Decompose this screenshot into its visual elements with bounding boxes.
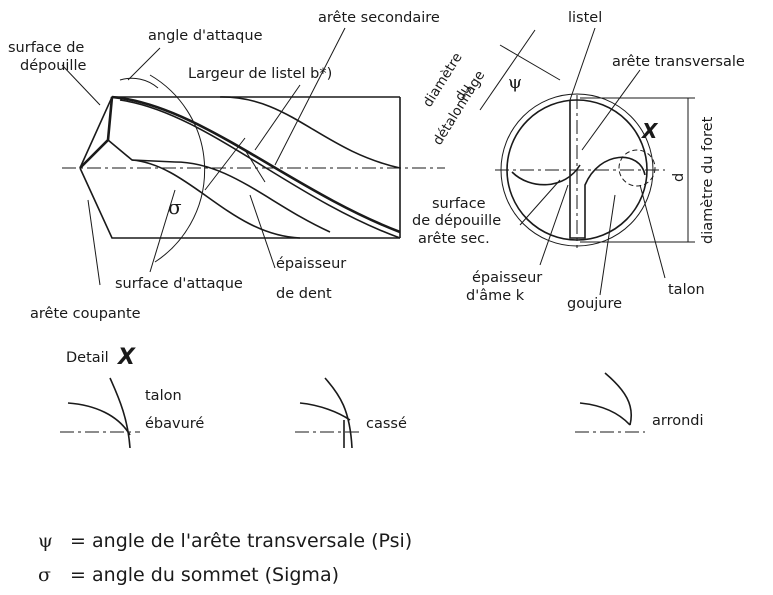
web-profile (569, 100, 646, 239)
legend-psi: ψ = angle de l'arête transversale (Psi) (38, 530, 412, 552)
label-largeur-listel: Largeur de listel b*) (188, 66, 332, 82)
drill-end-view: listel diamètre du détalonnage ψ arête t… (412, 10, 745, 312)
detail3-outer-curve (604, 372, 632, 426)
detail-x-mark: X (116, 345, 136, 370)
helix-margin-upper (111, 95, 401, 234)
label-epaisseur-ame-1: épaisseur (472, 270, 542, 286)
label-arete-coupante: arête coupante (30, 306, 141, 322)
flute-curve-lower (131, 159, 301, 239)
clearance-dim-line (479, 29, 536, 111)
rake-angle-arc (119, 77, 159, 89)
detail1-label-2: ébavuré (145, 416, 204, 432)
leader-listel (569, 27, 596, 101)
x-mark-end: X (640, 119, 659, 143)
leader-surface-depouille (61, 64, 101, 106)
leader-angle-attaque (127, 47, 161, 81)
detail3-inner-curve (579, 402, 631, 426)
leader-epaisseur-ame (539, 184, 569, 266)
label-arete-transversale: arête transversale (612, 54, 745, 70)
label-surface-depouille-2: dépouille (20, 58, 86, 74)
drill-lower-edge (79, 167, 400, 239)
label-angle-attaque: angle d'attaque (148, 28, 263, 44)
label-goujure: goujure (567, 296, 622, 312)
label-diametre-detalonnage-2: du (452, 81, 475, 104)
detail-x-section: Detail X talon ébavuré cassé arrondi (60, 345, 704, 449)
point-angle-arc (149, 74, 206, 263)
detail-x-circle (618, 149, 656, 187)
label-arete-sec: arête sec. (418, 231, 490, 247)
legend-sigma-symbol: σ (38, 564, 51, 586)
legend-psi-symbol: ψ (38, 530, 53, 552)
drill-side-view: surface de dépouille angle d'attaque arê… (8, 10, 445, 322)
psi-symbol: ψ (508, 72, 522, 93)
label-talon: talon (668, 282, 705, 298)
leader-arete-coupante (87, 199, 101, 286)
detail1-inner-curve (67, 402, 131, 436)
label-surface-end-2: de dépouille (412, 213, 501, 229)
leader-talon (639, 184, 666, 279)
leader-surface-attaque (149, 189, 176, 273)
label-arete-secondaire: arête secondaire (318, 10, 440, 26)
legend-sigma-text: = angle du sommet (Sigma) (70, 564, 339, 586)
detail-item-ebavure: talon ébavuré (60, 377, 204, 449)
detail3-label: arrondi (652, 413, 704, 429)
label-surface-attaque: surface d'attaque (115, 276, 243, 292)
label-epaisseur-dent-2: de dent (276, 286, 332, 302)
legend-psi-text: = angle de l'arête transversale (Psi) (70, 530, 413, 552)
detail2-inner-curve (299, 402, 351, 421)
chisel-edge (107, 139, 176, 163)
flute-curve-inner (174, 161, 331, 233)
label-d: d (671, 173, 687, 182)
psi-dim-line (499, 44, 561, 81)
leader-arete-transversale (581, 69, 641, 151)
margin-width-line (244, 149, 266, 183)
legend-sigma: σ = angle du sommet (Sigma) (38, 564, 339, 586)
detail-item-arrondi: arrondi (575, 372, 704, 433)
flute-curve-upper (219, 96, 401, 169)
detail2-outer-curve (324, 377, 353, 449)
sigma-symbol: σ (168, 195, 182, 219)
label-epaisseur-ame-2: d'âme k (466, 288, 525, 304)
label-surface-end-1: surface (432, 196, 486, 212)
leader-largeur-listel (254, 84, 301, 151)
label-surface-depouille-1: surface de (8, 40, 84, 56)
detail2-label: cassé (366, 416, 407, 432)
detail1-outer-curve (109, 377, 131, 449)
flute-profile (511, 164, 581, 186)
label-epaisseur-dent-1: épaisseur (276, 256, 346, 272)
leader-surface-depouille-end (519, 179, 561, 226)
label-diametre-foret: diamètre du foret (700, 116, 716, 244)
leader-arete-secondaire (274, 27, 346, 166)
leader-goujure (599, 194, 616, 296)
detail-title: Detail (66, 350, 109, 366)
label-listel: listel (568, 10, 602, 26)
detail-item-casse: cassé (295, 377, 407, 449)
leader-epaisseur-dent (249, 194, 276, 269)
tooth-thickness-line (204, 137, 246, 191)
detail1-label-1: talon (145, 388, 182, 404)
